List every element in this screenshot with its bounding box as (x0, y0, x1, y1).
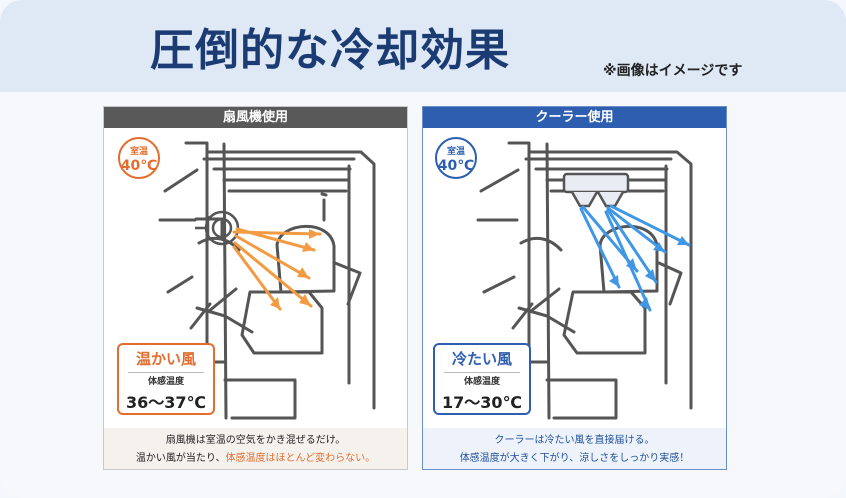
fan-caption-line2-a: 温かい風が当たり、 (135, 453, 226, 464)
page-title: 圧倒的な冷却効果 (150, 25, 510, 76)
fan-temp-divider (128, 372, 204, 373)
fan-wind-label: 温かい風 (135, 350, 196, 368)
cooler-wind-label: 冷たい風 (451, 350, 512, 368)
fan-room-label: 室温 (129, 147, 148, 157)
cooler-room-temp-badge: 室温 40℃ (435, 137, 477, 179)
cooler-caption: クーラーは冷たい風を直接届ける。 体感温度が大きく下がり、涼しさをしっかり実感！ (423, 428, 726, 469)
fan-perceived-temp-box: 温かい風 体感温度 36〜37℃ (117, 343, 215, 415)
cooler-room-temp: 40℃ (437, 158, 475, 174)
header-band: 圧倒的な冷却効果 ※画像はイメージです (0, 0, 846, 92)
cooler-forklift-illustration (476, 141, 693, 420)
cooler-room-label: 室温 (446, 147, 465, 157)
cooler-temp-value: 17〜30℃ (442, 393, 522, 412)
cooler-panel: クーラー使用 (422, 106, 727, 470)
cooler-temp-divider (444, 372, 520, 373)
cooler-temp-title: 体感温度 (463, 377, 500, 387)
fan-caption-line2-b: 体感温度はほとんど変わらない。 (225, 453, 376, 464)
fan-panel-heading: 扇風機使用 (104, 107, 407, 128)
cooler-unit-icon (562, 172, 630, 208)
cooler-caption-line1: クーラーは冷たい風を直接届ける。 (494, 435, 655, 446)
fan-room-temp-badge: 室温 40℃ (118, 137, 160, 179)
cooler-perceived-temp-box: 冷たい風 体感温度 17〜30℃ (433, 343, 531, 415)
fan-room-temp: 40℃ (120, 158, 158, 174)
cooler-caption-line2: 体感温度が大きく下がり、涼しさをしっかり実感！ (459, 453, 690, 464)
fan-panel: 扇風機使用 (103, 106, 408, 470)
fan-forklift-illustration (158, 141, 376, 420)
fan-caption: 扇風機は室温の空気をかき混ぜるだけ。 温かい風が当たり、体感温度はほとんど変わら… (104, 428, 407, 469)
fan-caption-line1: 扇風機は室温の空気をかき混ぜるだけ。 (165, 435, 346, 446)
fan-temp-title: 体感温度 (147, 377, 184, 387)
fan-temp-value: 36〜37℃ (126, 393, 206, 412)
image-note: ※画像はイメージです (603, 63, 743, 79)
cooler-panel-heading: クーラー使用 (423, 107, 726, 128)
fan-caption-line2: 温かい風が当たり、体感温度はほとんど変わらない。 (104, 450, 407, 468)
